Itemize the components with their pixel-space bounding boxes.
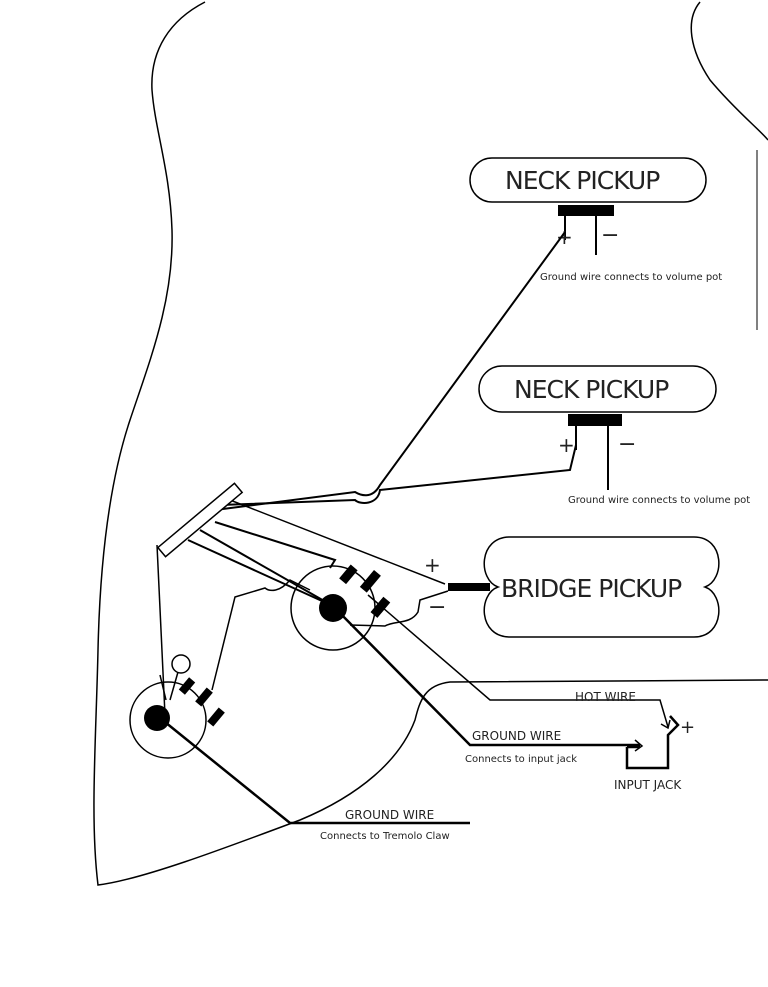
svg-text:−: −	[428, 595, 446, 620]
neck-pickup-2: NECK PICKUP + − Ground wire connects to …	[478, 365, 750, 506]
svg-text:−: −	[601, 223, 619, 248]
neck-pickup-2-label: NECK PICKUP	[514, 375, 669, 404]
selector-switch	[156, 482, 244, 558]
tone-pot	[129, 654, 225, 759]
neck-pickup-1: NECK PICKUP + − Ground wire connects to …	[469, 157, 722, 283]
input-jack	[625, 715, 680, 770]
svg-text:+: +	[558, 433, 575, 457]
ground-wire-jack-note: Connects to input jack	[465, 754, 577, 765]
input-jack-label: INPUT JACK	[614, 778, 682, 792]
ground-wire-claw-note: Connects to Tremolo Claw	[320, 831, 450, 842]
svg-text:+: +	[424, 553, 441, 577]
ground-wire-jack-label: GROUND WIRE	[472, 729, 561, 743]
bridge-pickup-label: BRIDGE PICKUP	[501, 574, 682, 603]
bridge-pickup: BRIDGE PICKUP + −	[424, 536, 720, 638]
neck-pickup-1-label: NECK PICKUP	[505, 166, 660, 195]
hot-wire-label: HOT WIRE	[575, 690, 636, 704]
wires	[156, 231, 669, 825]
svg-text:+: +	[556, 225, 573, 249]
guitar-body-outline	[93, 1, 768, 886]
jack-plus: +	[680, 717, 695, 738]
neck-pickup-1-note: Ground wire connects to volume pot	[540, 272, 722, 283]
svg-text:−: −	[618, 432, 636, 457]
neck-pickup-2-note: Ground wire connects to volume pot	[568, 495, 750, 506]
volume-pot	[290, 564, 391, 651]
ground-wire-claw-label: GROUND WIRE	[345, 808, 434, 822]
guitar-body-outline-right	[690, 1, 768, 141]
